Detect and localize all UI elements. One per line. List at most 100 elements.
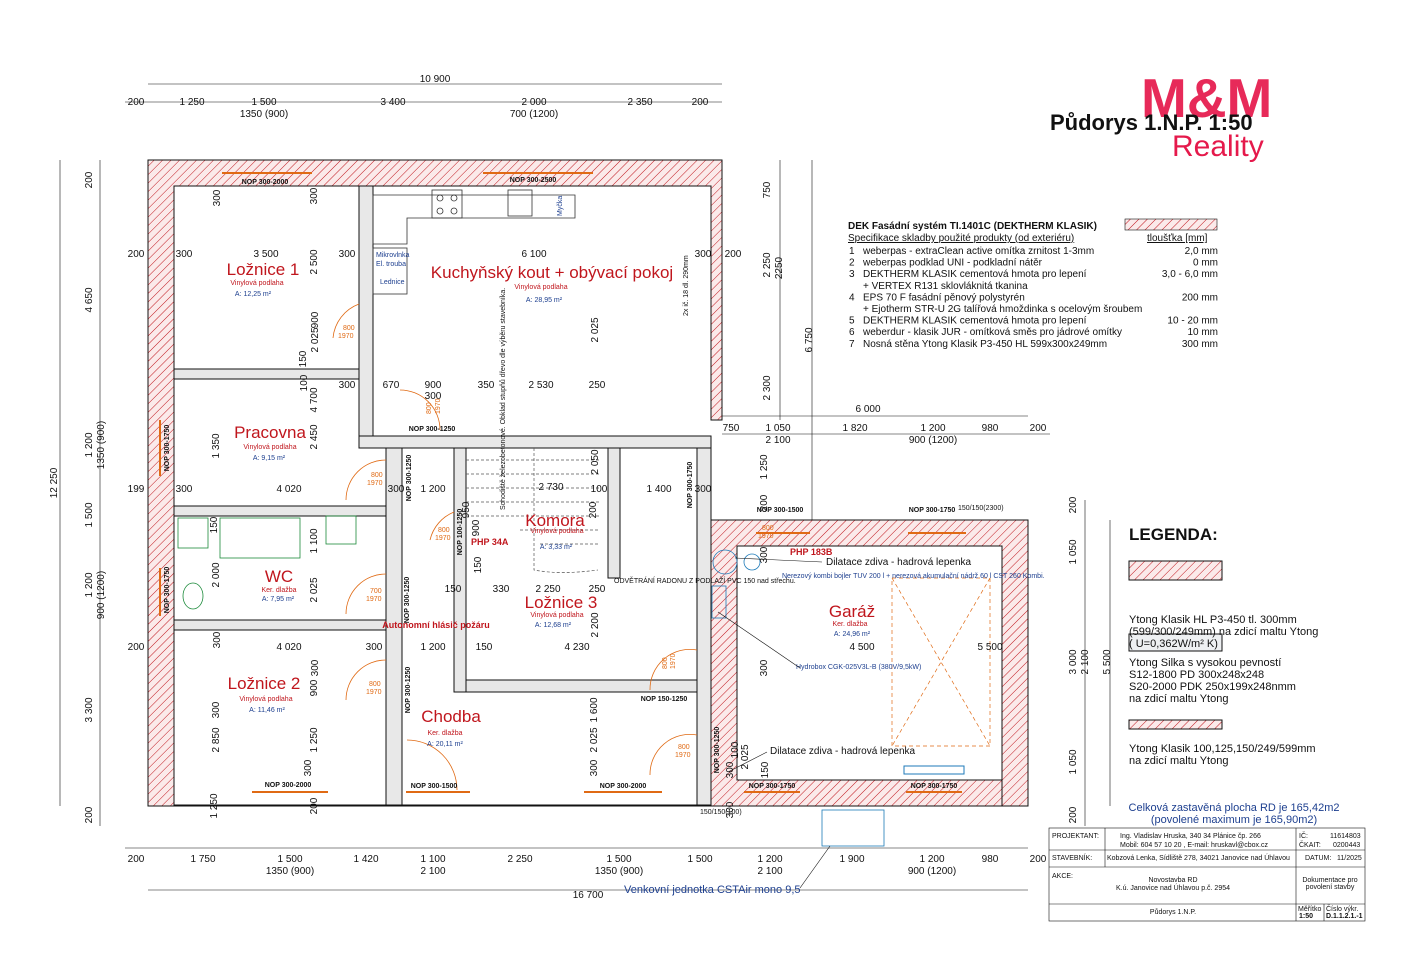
interior-dim: 250 <box>589 380 606 391</box>
kitchen-counter <box>372 189 576 295</box>
nop-label: NOP 300-2500 <box>510 177 557 184</box>
dim-right: 6 750 <box>804 327 815 352</box>
room-floor: Vinylová podlaha <box>239 696 292 703</box>
garage-channel <box>903 765 965 775</box>
door-height: 1970 <box>435 535 451 542</box>
interior-dim: 2 250 <box>535 584 560 595</box>
boiler-note: Nerezový kombi bojler TUV 200 l + nerezo… <box>782 573 1045 580</box>
wc-fixtures <box>177 515 357 610</box>
leader-lines <box>717 557 831 889</box>
room-area: A: 7,95 m² <box>262 596 295 603</box>
dim-garage-top: 750 <box>723 423 740 434</box>
dim-garage-side: 5 500 <box>1102 649 1113 674</box>
garage-parking <box>891 577 991 747</box>
room-name: Ložnice 1 <box>227 260 300 279</box>
dim-left-misc: 199 <box>128 484 145 495</box>
interior-dim: 200 <box>725 249 742 260</box>
boiler-icon <box>712 549 738 575</box>
dim-garage-top: 900 (1200) <box>909 435 957 446</box>
stair-label: 2x ič. 18 dl. 290mm <box>683 255 690 316</box>
nop-label: NOP 300-1750 <box>164 425 171 472</box>
legend: LEGENDA: Ytong Klasik HL P3-450 tl. 300m… <box>1128 525 1318 767</box>
room-name: Kuchyňský kout + obývací pokoj <box>431 263 673 282</box>
dim-bottom-seg: 1 900 <box>839 854 864 865</box>
joint-note: Dilatace zdiva - hadrová lepenka <box>770 746 916 757</box>
interior-dim: 300 <box>339 380 356 391</box>
interior-dim: 300 <box>339 249 356 260</box>
tb-label: Číslo výkr. <box>1326 904 1358 913</box>
exterior-walls <box>147 159 1029 807</box>
interior-dim: 150 <box>476 642 493 653</box>
interior-dim: 1 200 <box>420 642 445 653</box>
dim-left-total: 12 250 <box>49 467 60 498</box>
interior-dim: 300 <box>425 391 442 402</box>
tb-value: 11614803 <box>1330 833 1361 840</box>
fixture-dishwasher: Myčka <box>557 196 564 216</box>
tb-value: Ing. Vladislav Hruska, 340 34 Plánice čp… <box>1120 833 1261 840</box>
interior-dim: 4 230 <box>564 642 589 653</box>
spec-row-n: 7 <box>849 339 855 350</box>
nop-label: NOP 150-1250 <box>641 696 688 703</box>
door-width: 800 <box>426 402 433 414</box>
dim-detail: 150/150(100) <box>700 809 742 816</box>
legend-text: S20-2000 PDK 250x199x248nmm <box>1129 681 1296 693</box>
interior-dim: 1 250 <box>759 454 770 479</box>
door-swings <box>332 303 698 791</box>
dim-garage-side: 1 050 <box>1068 749 1079 774</box>
spec-head: Specifikace skladby použité produkty (od… <box>848 233 1074 244</box>
dim-right: 2250 <box>774 256 785 279</box>
interior-dim: 4 700 <box>309 387 320 412</box>
dim-bottom-sub: 1350 (900) <box>266 866 314 877</box>
fixture-fridge: Lednice <box>380 279 405 286</box>
interior-dim: 2 200 <box>590 612 601 637</box>
room-floor: Ker. dlažba <box>832 621 867 628</box>
dim-garage-side: 200 <box>1068 496 1079 513</box>
dim-left-seg: 200 <box>84 806 95 823</box>
door-width: 700 <box>370 588 382 595</box>
spec-row-v: 2,0 mm <box>1185 246 1218 257</box>
interior-dim: 300 <box>725 801 736 818</box>
legend-text: (599/300/249mm) na zdicí maltu Ytong <box>1129 626 1318 638</box>
spec-head: tloušťka [mm] <box>1147 233 1208 244</box>
logo-sub: Reality <box>1172 130 1264 163</box>
dim-detail: 150/150(2300) <box>958 505 1004 512</box>
interior-dim: 300 <box>759 546 770 563</box>
interior-dim: 150 <box>298 350 309 367</box>
room-name: Ložnice 2 <box>228 674 301 693</box>
php-label: PHP 183B <box>790 547 833 557</box>
legend-text: Ytong Klasik HL P3-450 tl. 300mm <box>1129 614 1297 626</box>
interior-dim: 250 <box>589 584 606 595</box>
legend-text: S12-1800 PD 300x248x248 <box>1129 669 1264 681</box>
interior-dim: 950 <box>461 501 472 518</box>
spec-row-v: 300 mm <box>1182 339 1218 350</box>
interior-dim: 150 <box>760 761 771 778</box>
nop-label: NOP 300-2000 <box>600 783 647 790</box>
spec-table: DEK Fasádní systém TI.1401C (DEKTHERM KL… <box>848 218 1218 350</box>
spec-row-n: 2 <box>849 258 855 269</box>
area-total-note: Celková zastavěná plocha RD je 165,42m2 <box>1129 802 1340 814</box>
spec-row-n: 4 <box>849 292 855 303</box>
room-name: Chodba <box>421 707 481 726</box>
dim-bottom-seg: 1 420 <box>353 854 378 865</box>
interior-dim: 300 <box>176 249 193 260</box>
dim-garage-top: 1 050 <box>765 423 790 434</box>
spec-row-t: weberpas podklad UNI - podkladní nátěr <box>862 258 1043 269</box>
room-area: A: 12,68 m² <box>535 622 572 629</box>
interior-dim: 300 <box>212 631 223 648</box>
area-max-note: (povolené maximum je 165,90m2) <box>1151 814 1317 826</box>
dim-garage-side: 200 <box>1068 806 1079 823</box>
room-area: A: 3,33 m² <box>540 544 573 551</box>
interior-dim: 300 <box>725 761 736 778</box>
door-width: 800 <box>438 527 450 534</box>
dim-bottom-sub: 1350 (900) <box>595 866 643 877</box>
interior-dim: 4 020 <box>276 642 301 653</box>
dim-top-seg: 2 000 <box>521 97 546 108</box>
radon-note: ODVĚTRÁNÍ RADONU Z PODLAŽÍ PVC 150 nad s… <box>614 576 796 585</box>
interior-dim: 1 350 <box>211 433 222 458</box>
page-title: Půdorys 1.N.P. 1:50 <box>1050 110 1253 135</box>
room-floor: Vinylová podlaha <box>530 612 583 619</box>
tb-label: IČ: <box>1299 831 1308 840</box>
interior-dim: 2 500 <box>309 249 320 274</box>
interior-dim: 2 050 <box>590 449 601 474</box>
